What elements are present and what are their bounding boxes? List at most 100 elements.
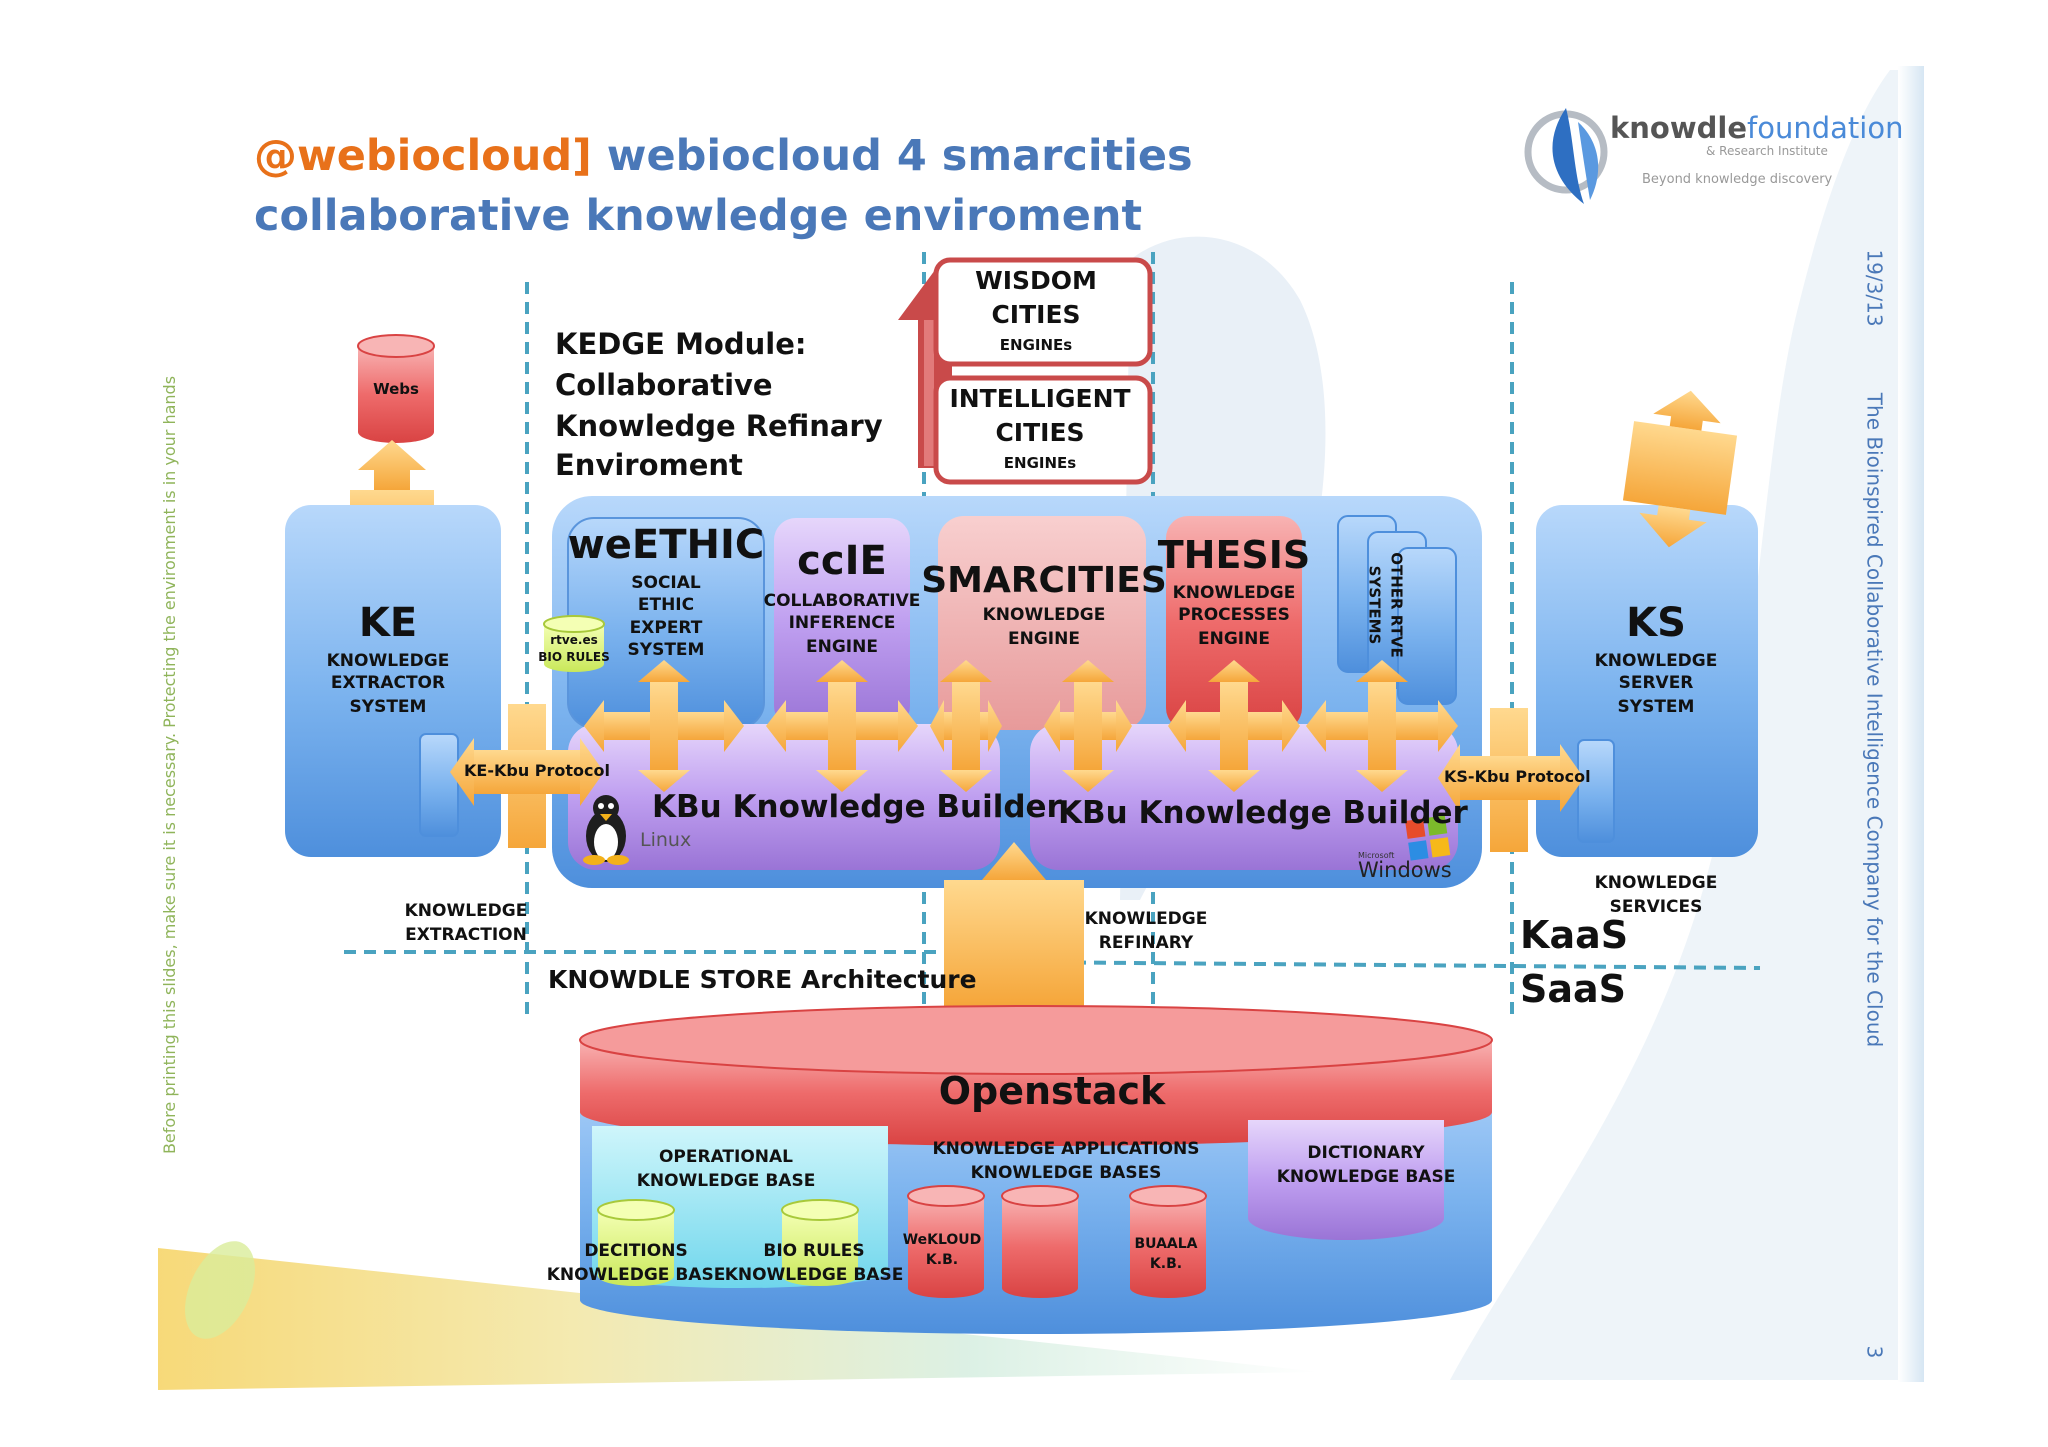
intelligent-cities-box <box>933 375 1153 485</box>
knowledge-services-2: SERVICES <box>1609 897 1703 917</box>
ks-line2: SERVER <box>1618 673 1694 693</box>
smarcities-line1: KNOWLEDGE <box>982 605 1106 625</box>
ks-line3: SYSTEM <box>1617 697 1695 717</box>
operational-kb-1: OPERATIONAL <box>658 1147 794 1167</box>
wisdom-cities-box <box>933 257 1153 367</box>
windows-logo-icon <box>1405 815 1451 861</box>
decitions-kb-1: DECITIONS <box>584 1241 688 1261</box>
rtve-database-icon <box>543 615 605 672</box>
logo-brand-light: foundation <box>1747 111 1904 145</box>
dictionary-kb-cylinder <box>1248 1120 1444 1240</box>
thesis-box <box>1166 516 1302 730</box>
logo-brand-bold: knowdle <box>1610 111 1748 145</box>
weethic-line1: SOCIAL <box>631 573 701 593</box>
linux-label: Linux <box>640 829 692 851</box>
apps-kb-2: KNOWLEDGE BASES <box>970 1163 1162 1183</box>
eco-note: Before printing this slides, make sure i… <box>159 375 179 1155</box>
knowledge-refinary-1: KNOWLEDGE <box>1084 909 1208 929</box>
page-number: 3 <box>1862 1345 1887 1359</box>
wisdom-engines: ENGINEs <box>999 336 1073 354</box>
saas-label: SaaS <box>1520 967 1627 1011</box>
buaala-kb-2: K.B. <box>1149 1256 1183 1272</box>
other-rtve-line1: OTHER RTVE <box>1387 552 1406 658</box>
thesis-line2: PROCESSES <box>1178 605 1290 625</box>
ks-protocol-label: KS-Kbu Protocol <box>1444 767 1591 786</box>
weethic-line3: EXPERT <box>629 618 703 638</box>
ks-kbu-protocol-arrow <box>1438 708 1584 852</box>
linux-penguin-icon <box>583 795 629 865</box>
intelligent-engines: ENGINEs <box>1003 454 1077 472</box>
other-rtve-stack <box>1337 515 1457 705</box>
ke-line2: EXTRACTOR <box>330 673 446 693</box>
buaala-database-icon <box>1129 1185 1207 1298</box>
wisdom-cities: CITIES <box>991 300 1081 329</box>
logo-sub2: Beyond knowledge discovery <box>1642 172 1833 187</box>
wekloud-kb-1: WeKLOUD <box>902 1232 982 1248</box>
microsoft-label: Microsoft <box>1358 851 1395 860</box>
biorules-kb-2: KNOWLEDGE BASE <box>724 1265 904 1285</box>
logo-brand: knowdlefoundation <box>1610 111 1904 145</box>
ke-kbu-protocol-arrow <box>450 704 604 848</box>
knowledge-extraction-1: KNOWLEDGE <box>404 901 528 921</box>
other-rtve-line2: SYSTEMS <box>1365 565 1384 645</box>
ccie-line2: INFERENCE <box>788 613 896 633</box>
kedge-line3: Knowledge Refinary <box>555 409 883 443</box>
thesis-line3: ENGINE <box>1198 629 1270 649</box>
rtve-line2: BIO RULES <box>538 650 610 664</box>
page-subtitle: collaborative knowledge enviroment <box>254 191 1143 241</box>
wekloud-kb-2: K.B. <box>925 1252 959 1268</box>
kbu-right-bar <box>1030 724 1458 870</box>
decitions-database-icon <box>597 1199 675 1286</box>
intelligent-title: INTELLIGENT <box>949 384 1131 413</box>
thesis-line1: KNOWLEDGE <box>1172 583 1296 603</box>
ccie-line3: ENGINE <box>806 637 878 657</box>
module-kbu-arrows <box>584 660 1458 792</box>
ke-protocol-label: KE-Kbu Protocol <box>464 761 610 780</box>
biorules-kb-1: BIO RULES <box>763 1241 865 1261</box>
kbu-left-label: KBu Knowledge Builder <box>652 789 1062 825</box>
ke-line1: KNOWLEDGE <box>326 651 450 671</box>
logo-sub1: & Research Institute <box>1706 144 1828 158</box>
ks-title: KS <box>1626 600 1686 646</box>
title-line1: webiocloud 4 smarcities <box>591 131 1193 181</box>
ke-title: KE <box>358 600 418 646</box>
webs-label: Webs <box>373 380 419 398</box>
ccie-title: ccIE <box>797 538 887 584</box>
ccie-box <box>774 518 910 728</box>
webs-database-icon <box>357 334 435 443</box>
app-database-icon <box>1001 1185 1079 1298</box>
title-handle: @webiocloud <box>254 131 573 181</box>
wisdom-title: WISDOM <box>975 266 1097 295</box>
bio-rules-database-icon <box>781 1199 859 1286</box>
dictionary-kb-2: KNOWLEDGE BASE <box>1276 1167 1456 1187</box>
knowdle-logo-icon <box>1524 108 1608 204</box>
weethic-line4: SYSTEM <box>627 640 705 660</box>
page-title: @webiocloud] webiocloud 4 smarcities <box>254 131 1193 181</box>
smarcities-line2: ENGINE <box>1008 629 1080 649</box>
kedge-line1: KEDGE Module: <box>555 327 807 361</box>
intelligent-cities: CITIES <box>995 418 1085 447</box>
knowledge-services-1: KNOWLEDGE <box>1594 873 1718 893</box>
apps-kb-1: KNOWLEDGE APPLICATIONS <box>932 1139 1200 1159</box>
kedge-line4: Enviroment <box>555 448 743 482</box>
knowledge-extraction-2: EXTRACTION <box>405 925 527 945</box>
buaala-kb-1: BUAALA <box>1134 1236 1198 1252</box>
slide-date: 19/3/13 <box>1862 249 1887 327</box>
windows-label: Windows <box>1358 858 1452 882</box>
ks-four-way-arrow <box>1622 390 1738 548</box>
rtve-line1: rtve.es <box>550 633 598 647</box>
smarcities-title: SMARCITIES <box>921 560 1167 601</box>
weethic-line2: ETHIC <box>637 595 695 615</box>
store-architecture-label: KNOWDLE STORE Architecture <box>548 965 977 994</box>
title-bracket: ] <box>572 131 592 181</box>
ke-line3: SYSTEM <box>349 697 427 717</box>
kedge-line2: Collaborative <box>555 368 773 402</box>
dictionary-kb-1: DICTIONARY <box>1307 1143 1425 1163</box>
knowledge-refinary-2: REFINARY <box>1098 933 1194 953</box>
thesis-title: THESIS <box>1157 533 1311 577</box>
ks-line1: KNOWLEDGE <box>1594 651 1718 671</box>
openstack-title: Openstack <box>938 1069 1166 1113</box>
wekloud-database-icon <box>907 1185 985 1298</box>
